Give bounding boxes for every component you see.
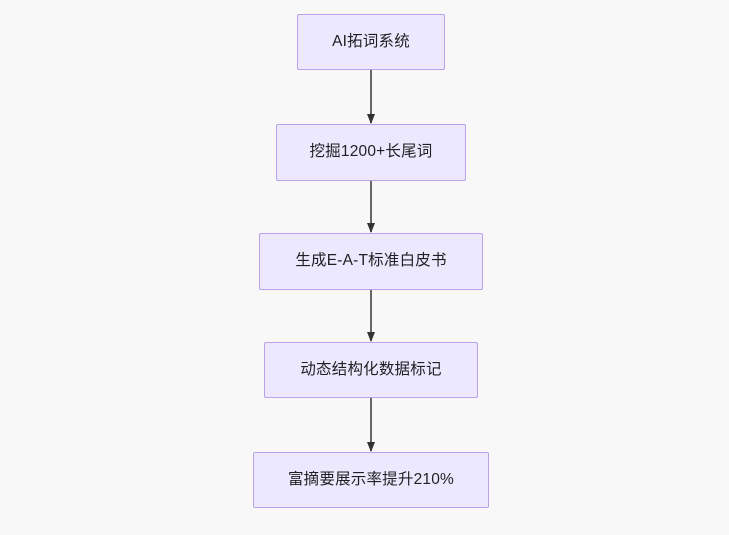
flowchart-node-generate-eat-whitepaper[interactable]: 生成E-A-T标准白皮书 (259, 233, 483, 290)
flowchart-node-ai-keyword-system[interactable]: AI拓词系统 (297, 14, 445, 70)
node-label: 生成E-A-T标准白皮书 (295, 252, 447, 270)
node-label: 挖掘1200+长尾词 (309, 143, 433, 161)
node-label: AI拓词系统 (332, 32, 410, 50)
node-label: 富摘要展示率提升210% (287, 470, 455, 488)
flowchart-node-dynamic-structured-data-markup[interactable]: 动态结构化数据标记 (264, 342, 478, 398)
flowchart-node-mine-longtail-keywords[interactable]: 挖掘1200+长尾词 (276, 124, 466, 181)
node-label: 动态结构化数据标记 (300, 360, 442, 378)
flowchart-node-rich-snippet-impression-uplift[interactable]: 富摘要展示率提升210% (253, 452, 489, 508)
